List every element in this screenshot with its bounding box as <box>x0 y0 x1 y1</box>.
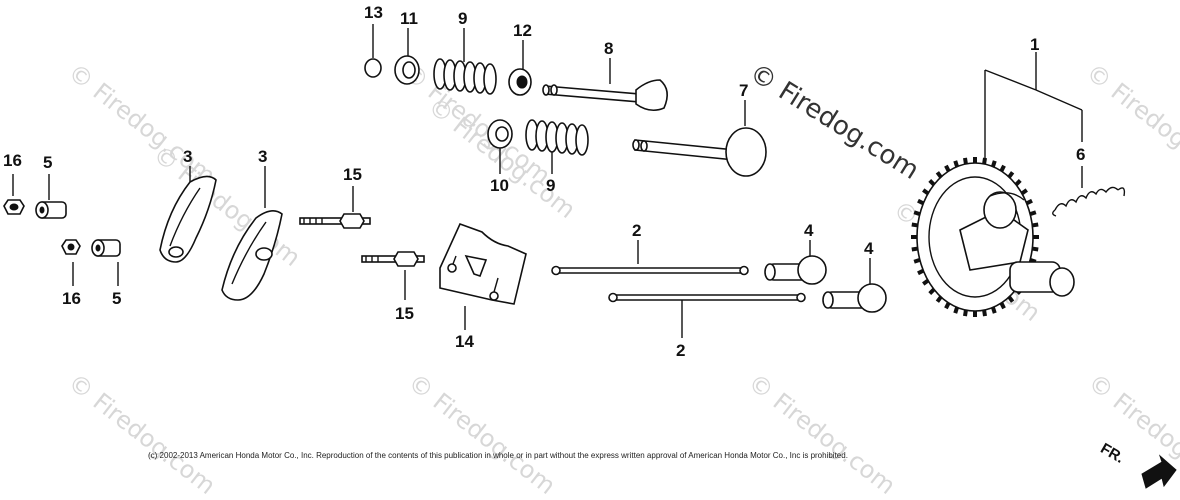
callout-12: 12 <box>513 21 532 40</box>
part-10-retainer <box>487 119 513 149</box>
callout-13: 13 <box>364 3 383 22</box>
callout-3-right: 3 <box>258 147 268 166</box>
gear-tooth <box>922 278 930 286</box>
part-4-tappet-upper <box>764 255 827 285</box>
part-6-spring <box>1052 186 1126 217</box>
gear-tooth <box>1031 246 1039 252</box>
callout-4-lower: 4 <box>864 239 874 258</box>
gear-tooth <box>928 287 936 295</box>
callout-3-left: 3 <box>183 147 193 166</box>
callout-2-upper: 2 <box>632 221 642 240</box>
callout-16-lower: 16 <box>62 289 81 308</box>
gear-tooth <box>922 188 930 196</box>
callout-15-upper: 15 <box>343 165 362 184</box>
callout-14: 14 <box>455 332 474 351</box>
callout-4-upper: 4 <box>804 221 814 240</box>
part-9-spring-upper <box>433 58 497 95</box>
part-3-rocker-arm-right <box>221 210 283 301</box>
gear-tooth <box>913 257 921 264</box>
part-11-retainer <box>394 55 420 85</box>
callout-16: 16 <box>3 151 22 170</box>
callout-5: 5 <box>43 153 53 172</box>
camshaft-gear-teeth <box>911 157 1039 317</box>
gear-tooth <box>1007 171 1015 179</box>
part-2-push-rod-upper <box>551 265 749 276</box>
part-14-guide-plate <box>439 222 527 305</box>
callout-10: 10 <box>490 176 509 195</box>
gear-tooth <box>928 179 936 187</box>
gear-tooth <box>911 246 919 252</box>
callout-9-lower: 9 <box>546 176 556 195</box>
part-8-valve <box>542 79 668 112</box>
front-direction-arrow <box>1141 454 1177 489</box>
part-16-nut-upper <box>3 199 25 215</box>
leader-lines <box>12 24 1083 338</box>
gear-tooth <box>911 222 919 228</box>
part-13-cap <box>364 58 382 78</box>
gear-tooth <box>982 309 987 317</box>
gear-tooth <box>913 210 921 217</box>
part-5-adjuster-lower <box>91 239 121 257</box>
gear-tooth <box>1029 210 1037 217</box>
part-3-rocker-arm-left <box>159 175 217 263</box>
gear-tooth <box>963 309 968 317</box>
callout-11: 11 <box>400 9 418 28</box>
gear-tooth <box>1025 198 1033 206</box>
part-4-tappet-lower <box>822 283 887 313</box>
part-12-seal <box>508 68 532 96</box>
callout-6: 6 <box>1076 145 1086 164</box>
gear-tooth <box>1014 179 1022 187</box>
gear-tooth <box>1020 188 1028 196</box>
gear-tooth <box>917 268 925 276</box>
part-1-camshaft <box>911 157 1075 317</box>
copyright-notice: (c) 2002-2013 American Honda Motor Co., … <box>148 451 848 460</box>
part-5-adjuster-upper <box>35 201 67 219</box>
callout-15-lower: 15 <box>395 304 414 323</box>
gear-tooth <box>1007 295 1015 303</box>
gear-tooth <box>935 295 943 303</box>
part-9-spring-lower <box>525 119 589 156</box>
callout-2-lower: 2 <box>676 341 686 360</box>
part-15-stud-upper <box>299 213 371 229</box>
part-16-nut-lower <box>61 239 81 255</box>
part-15-stud-lower <box>361 251 425 267</box>
gear-tooth <box>935 171 943 179</box>
gear-tooth <box>1031 222 1039 228</box>
gear-tooth <box>982 157 987 165</box>
callout-5-lower: 5 <box>112 289 122 308</box>
gear-tooth <box>917 198 925 206</box>
gear-tooth <box>963 157 968 165</box>
callout-8: 8 <box>604 39 614 58</box>
callout-1: 1 <box>1030 35 1040 54</box>
part-2-push-rod-lower <box>608 292 806 303</box>
callout-7: 7 <box>739 81 749 100</box>
part-7-valve <box>632 127 767 177</box>
callout-9: 9 <box>458 9 468 28</box>
